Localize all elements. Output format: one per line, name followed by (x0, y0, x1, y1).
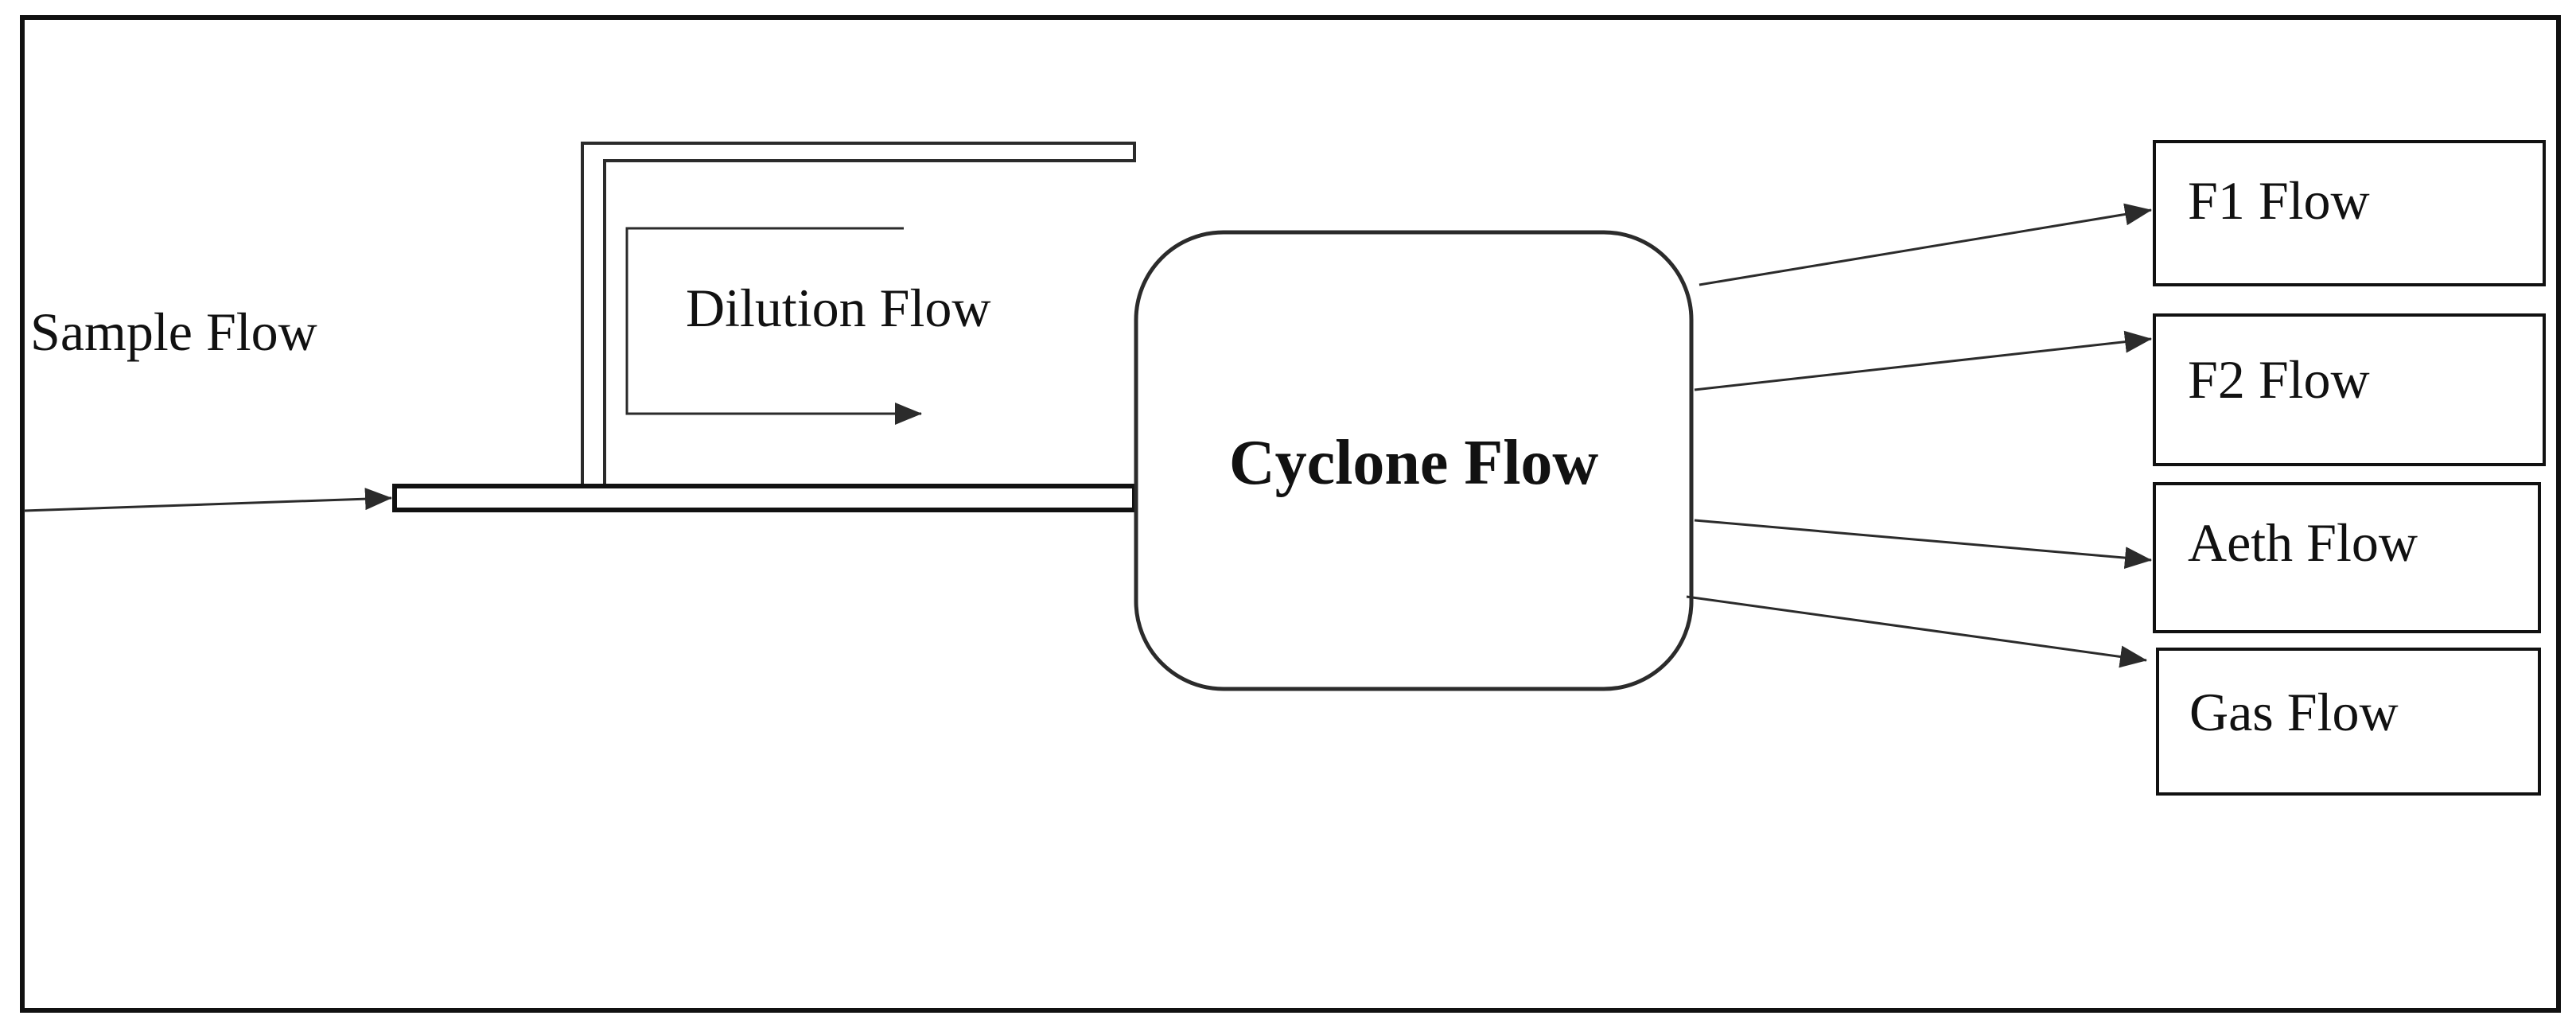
f2-flow-label: F2 Flow (2188, 349, 2370, 410)
f2-flow-arrow (1694, 330, 2152, 391)
f1-flow-label: F1 Flow (2188, 170, 2370, 231)
dilution-flow-label: Dilution Flow (686, 278, 991, 338)
aeth-flow-arrow (1694, 519, 2152, 570)
dilution-flow-arrow (625, 227, 922, 425)
main-tube (392, 484, 1137, 512)
cyclone-box (1134, 230, 1694, 691)
gas-flow-label: Gas Flow (2189, 682, 2399, 742)
f2-flow-box (2153, 313, 2546, 466)
gas-flow-arrow (1686, 595, 2147, 668)
f1-flow-arrow (1699, 203, 2152, 286)
dilution-pipe-outer (581, 142, 1134, 484)
outer-frame (20, 15, 2561, 1013)
gas-flow-box (2156, 648, 2541, 796)
sample-flow-label: Sample Flow (30, 302, 317, 362)
f1-flow-box (2153, 140, 2546, 286)
dilution-pipe-inner (603, 159, 1134, 484)
sample-flow-arrow (23, 488, 392, 512)
aeth-flow-label: Aeth Flow (2188, 512, 2418, 573)
aeth-flow-box (2153, 482, 2541, 633)
cyclone-flow-label: Cyclone Flow (1229, 428, 1599, 498)
